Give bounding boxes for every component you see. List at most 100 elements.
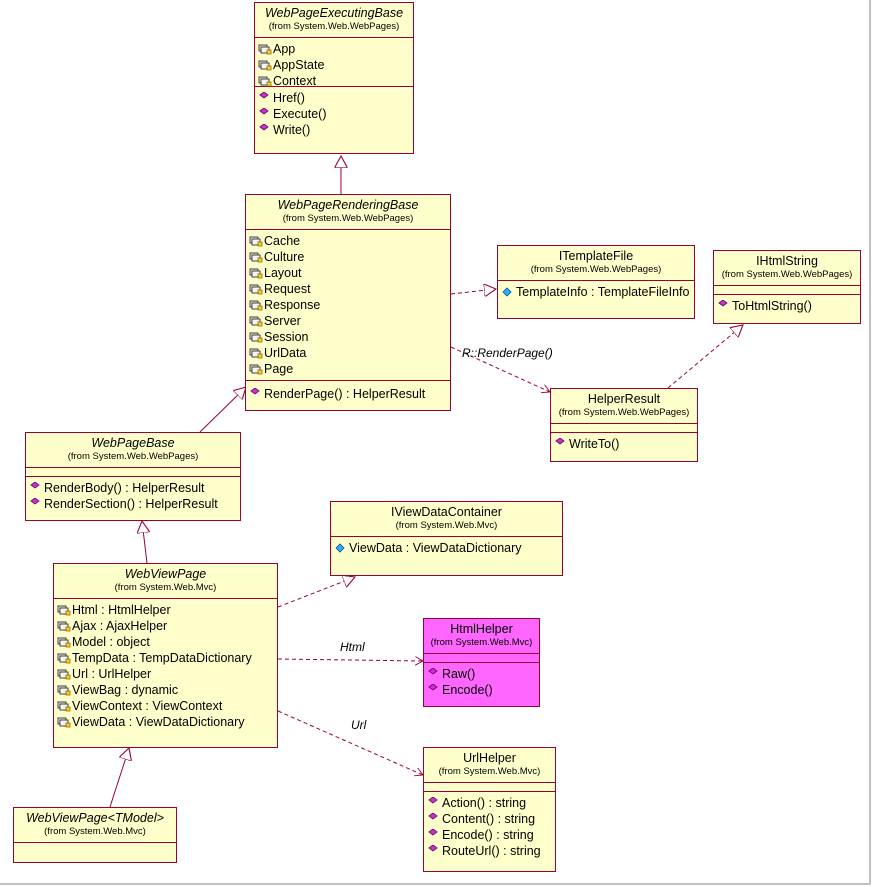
public-operation-icon (555, 438, 565, 445)
operation-item: RenderSection() : HelperResult (29, 496, 238, 512)
attribute-item: Model : object (57, 634, 275, 650)
protected-property-icon (57, 605, 71, 616)
public-operation-icon (428, 829, 438, 836)
public-operation-icon (428, 797, 438, 804)
public-operation-icon (428, 684, 438, 691)
realize-hr-ihs (667, 325, 743, 389)
class-webpagerenderingbase[interactable]: WebPageRenderingBase(from System.Web.Web… (245, 194, 451, 411)
attribute-item: Request (249, 281, 448, 297)
protected-property-icon (249, 252, 263, 263)
inherit-wpb-wprb (199, 387, 246, 433)
class-package: (from System.Web.WebPages) (268, 21, 400, 32)
operation-item: Encode() (427, 682, 537, 698)
class-webpageexecutingbase[interactable]: WebPageExecutingBase(from System.Web.Web… (254, 2, 414, 154)
protected-property-icon (57, 621, 71, 632)
protected-property-icon (249, 348, 263, 359)
protected-property-icon (57, 717, 71, 728)
attribute-item: Server (249, 313, 448, 329)
public-attribute-icon (502, 287, 512, 297)
attribute-item: ViewData : ViewDataDictionary (57, 714, 275, 730)
public-operation-icon (30, 482, 40, 489)
class-package: (from System.Web.Mvc) (114, 582, 217, 593)
class-urlhelper[interactable]: UrlHelper(from System.Web.Mvc) Action() … (423, 747, 556, 872)
public-operation-icon (259, 92, 269, 99)
attribute-item: Culture (249, 249, 448, 265)
protected-property-icon (249, 300, 263, 311)
protected-property-icon (258, 44, 272, 55)
protected-property-icon (258, 60, 272, 71)
public-operation-icon (259, 108, 269, 115)
attribute-item: App (258, 41, 411, 57)
public-operation-icon (428, 845, 438, 852)
class-name: WebPageRenderingBase (277, 198, 419, 212)
attribute-item: TempData : TempDataDictionary (57, 650, 275, 666)
operation-item: Write() (258, 122, 411, 138)
public-operation-icon (428, 813, 438, 820)
protected-property-icon (258, 76, 272, 87)
interface-iviewdatacontainer[interactable]: IViewDataContainer(from System.Web.Mvc) … (330, 501, 563, 576)
class-name: WebViewPage (124, 567, 207, 581)
protected-property-icon (57, 701, 71, 712)
class-package: (from System.Web.WebPages) (721, 269, 853, 280)
class-helperresult[interactable]: HelperResult(from System.Web.WebPages) W… (550, 388, 698, 462)
operation-item: WriteTo() (554, 436, 695, 452)
realize-wprb-itf (450, 289, 496, 294)
class-name: HelperResult (587, 392, 661, 406)
public-attribute-icon (335, 543, 345, 553)
attribute-item: Layout (249, 265, 448, 281)
attribute-item: Response (249, 297, 448, 313)
link-label-html: Html (340, 640, 365, 654)
class-name: IViewDataContainer (391, 505, 502, 519)
protected-property-icon (249, 268, 263, 279)
class-webviewpage-tmodel[interactable]: WebViewPage<TModel>(from System.Web.Mvc) (13, 807, 177, 863)
class-htmlhelper[interactable]: HtmlHelper(from System.Web.Mvc) Raw() En… (423, 618, 540, 707)
attribute-item: ViewBag : dynamic (57, 682, 275, 698)
interface-itemplatefile[interactable]: ITemplateFile(from System.Web.WebPages) … (497, 245, 695, 319)
attribute-item: Html : HtmlHelper (57, 602, 275, 618)
operation-item: Content() : string (427, 811, 553, 827)
inherit-wvpt-wvp (109, 748, 129, 808)
operation-item: Execute() (258, 106, 411, 122)
class-webpagebase[interactable]: WebPageBase(from System.Web.WebPages) Re… (25, 432, 241, 521)
operation-item: Href() (258, 90, 411, 106)
class-package: (from System.Web.WebPages) (558, 407, 690, 418)
dep-wvp-urlhelper (277, 710, 423, 775)
protected-property-icon (57, 637, 71, 648)
operation-item: ToHtmlString() (717, 298, 858, 314)
attribute-item: Page (249, 361, 448, 377)
public-operation-icon (250, 388, 260, 395)
attribute-item: Session (249, 329, 448, 345)
link-label-render-page: R::RenderPage() (462, 346, 553, 360)
attribute-item: UrlData (249, 345, 448, 361)
attribute-item: TemplateInfo : TemplateFileInfo (501, 284, 692, 300)
class-webviewpage[interactable]: WebViewPage(from System.Web.Mvc) Html : … (53, 563, 278, 748)
attribute-item: Context (258, 73, 411, 89)
class-name: HtmlHelper (450, 622, 513, 636)
protected-property-icon (57, 669, 71, 680)
class-name: IHtmlString (756, 254, 818, 268)
protected-property-icon (249, 284, 263, 295)
class-package: (from System.Web.WebPages) (530, 264, 662, 275)
protected-property-icon (249, 364, 263, 375)
protected-property-icon (249, 236, 263, 247)
class-package: (from System.Web.Mvc) (395, 520, 498, 531)
operation-item: RouteUrl() : string (427, 843, 553, 859)
inherit-wvp-wpb (142, 521, 147, 564)
class-name: UrlHelper (463, 751, 516, 765)
operation-item: Raw() (427, 666, 537, 682)
public-operation-icon (259, 124, 269, 131)
public-operation-icon (718, 300, 728, 307)
operation-item: RenderBody() : HelperResult (29, 480, 238, 496)
attribute-item: Url : UrlHelper (57, 666, 275, 682)
interface-ihtmlstring[interactable]: IHtmlString(from System.Web.WebPages) To… (713, 250, 861, 324)
protected-property-icon (249, 332, 263, 343)
realize-wvp-ivdc (277, 577, 355, 608)
dep-wvp-htmlhelper (277, 659, 423, 661)
operation-item: RenderPage() : HelperResult (249, 386, 448, 402)
class-package: (from System.Web.Mvc) (430, 637, 533, 648)
class-package: (from System.Web.WebPages) (282, 213, 414, 224)
class-package: (from System.Web.Mvc) (438, 766, 541, 777)
class-name: WebPageBase (91, 436, 175, 450)
